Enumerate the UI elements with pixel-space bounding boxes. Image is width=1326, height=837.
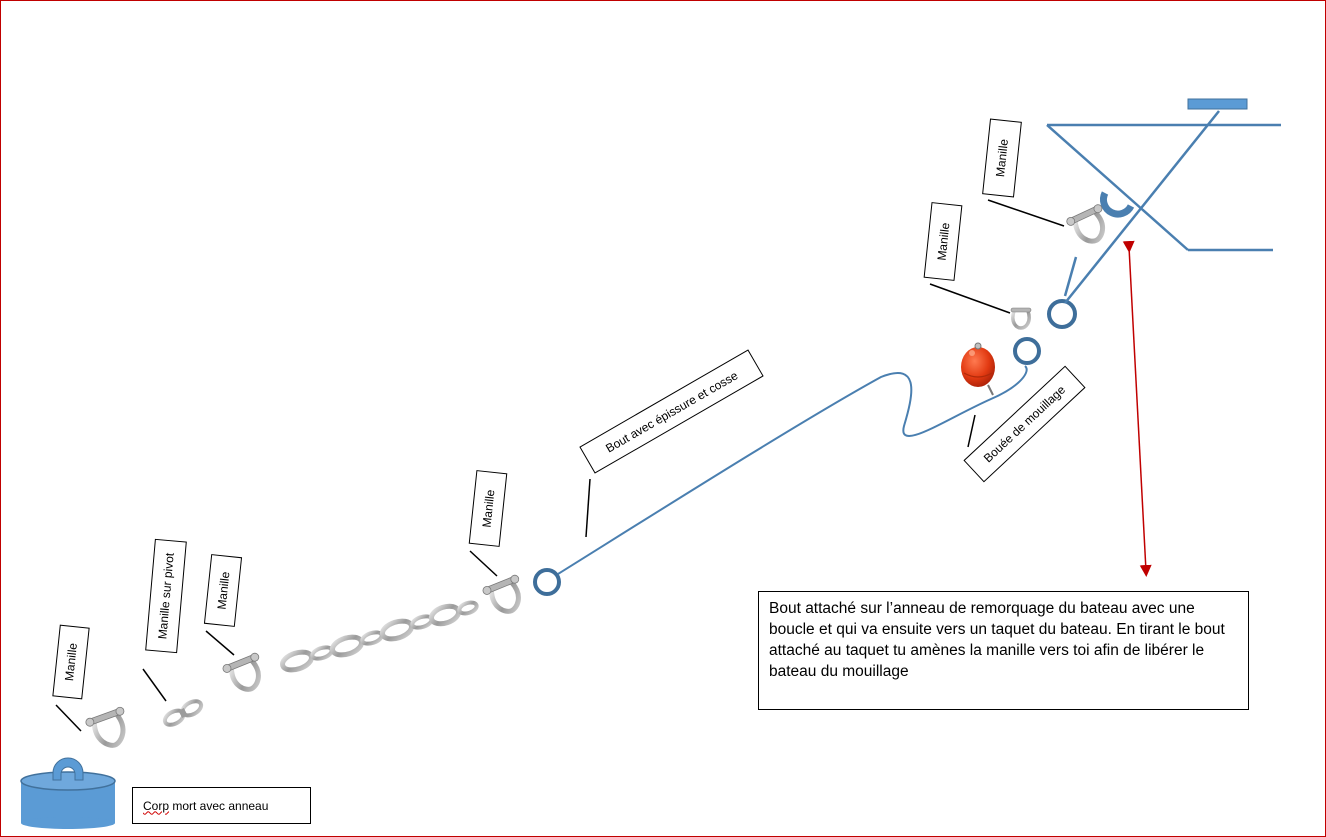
boat-outline-icon [1046, 110, 1281, 304]
swivel-icon [162, 699, 204, 727]
label-corps-mort-word: Corp [143, 798, 170, 813]
leader-lines [55, 199, 1065, 732]
shackle-icon [1066, 204, 1105, 244]
distance-arrow [1122, 240, 1152, 577]
explanation-note: Bout attaché sur l’anneau de remorquage … [758, 591, 1249, 710]
mooring-line [557, 365, 1028, 575]
ring-icon [1013, 337, 1041, 365]
shackle-icon [85, 706, 126, 748]
buoy-icon [961, 342, 995, 396]
towing-eye-icon [1099, 191, 1135, 218]
cleat-icon [1187, 98, 1248, 110]
ring-icon [533, 568, 561, 596]
label-corps-mort: Corp mort avec anneau [132, 787, 311, 824]
shackle-icon [1010, 307, 1032, 330]
corps-mort-icon [20, 757, 116, 829]
label-corps-mort-rest: mort avec anneau [169, 798, 269, 813]
shackle-icon [482, 574, 521, 614]
chain-icon [280, 600, 479, 673]
ring-icon [1047, 299, 1077, 329]
shackle-icon [222, 652, 261, 692]
